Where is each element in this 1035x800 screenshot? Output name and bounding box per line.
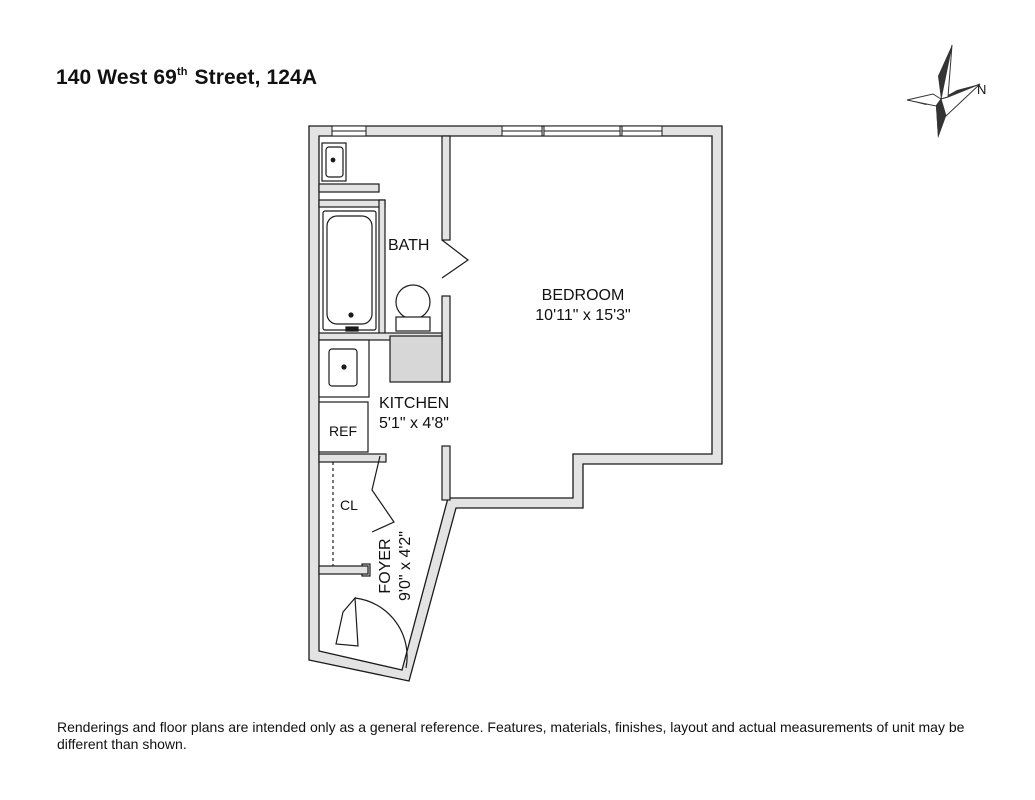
kitchen-stair-block [389, 335, 443, 383]
closet-bifold-door [371, 455, 395, 533]
toilet-icon [395, 284, 431, 320]
windows [331, 125, 663, 137]
wall-bedroom-west-upper [441, 135, 451, 241]
wall-bedroom-west-lower [441, 445, 451, 501]
bedroom-label: BEDROOM [542, 287, 625, 304]
kitchen-size: 5'1" x 4'8" [379, 415, 449, 432]
wall-bedroom-west-middle [441, 295, 451, 383]
wall-closet-bottom [318, 565, 369, 575]
refrigerator [318, 401, 369, 453]
doors [332, 239, 470, 669]
compass-icon: N [906, 44, 986, 138]
refrigerator-label: REF [329, 423, 357, 439]
bedroom-size: 10'11" x 15'3" [535, 307, 630, 324]
foyer-size: 9'0" x 4'2" [397, 531, 414, 601]
interior-walls [318, 135, 451, 577]
bath-label: BATH [388, 237, 429, 254]
closet-label: CL [340, 497, 358, 513]
kitchen-fixtures [318, 339, 370, 453]
compass-north-label: N [977, 82, 986, 97]
foyer-label: FOYER [377, 538, 394, 593]
kitchen-label: KITCHEN [379, 395, 449, 412]
address-prefix: 140 West 69 [56, 66, 177, 89]
compass-north-point [938, 45, 952, 99]
outer-wall [308, 125, 723, 682]
page-title: 140 West 69th Street, 124A [56, 66, 317, 90]
address-superscript: th [176, 66, 188, 78]
room-labels: BATH BEDROOM 10'11" x 15'3" KITCHEN 5'1"… [329, 237, 631, 601]
disclaimer: Renderings and floor plans are intended … [57, 719, 965, 752]
entry-door-leaf [335, 596, 359, 647]
address-suffix: Street, 124A [188, 66, 318, 89]
entry-door-swing [354, 597, 408, 669]
bath-fixtures [321, 142, 431, 332]
wall-tub-top [318, 199, 386, 208]
wall-tub-side [378, 199, 386, 335]
wall-closet-top [318, 453, 387, 463]
wall-bath-alcove [318, 183, 380, 193]
bath-door [441, 239, 470, 279]
